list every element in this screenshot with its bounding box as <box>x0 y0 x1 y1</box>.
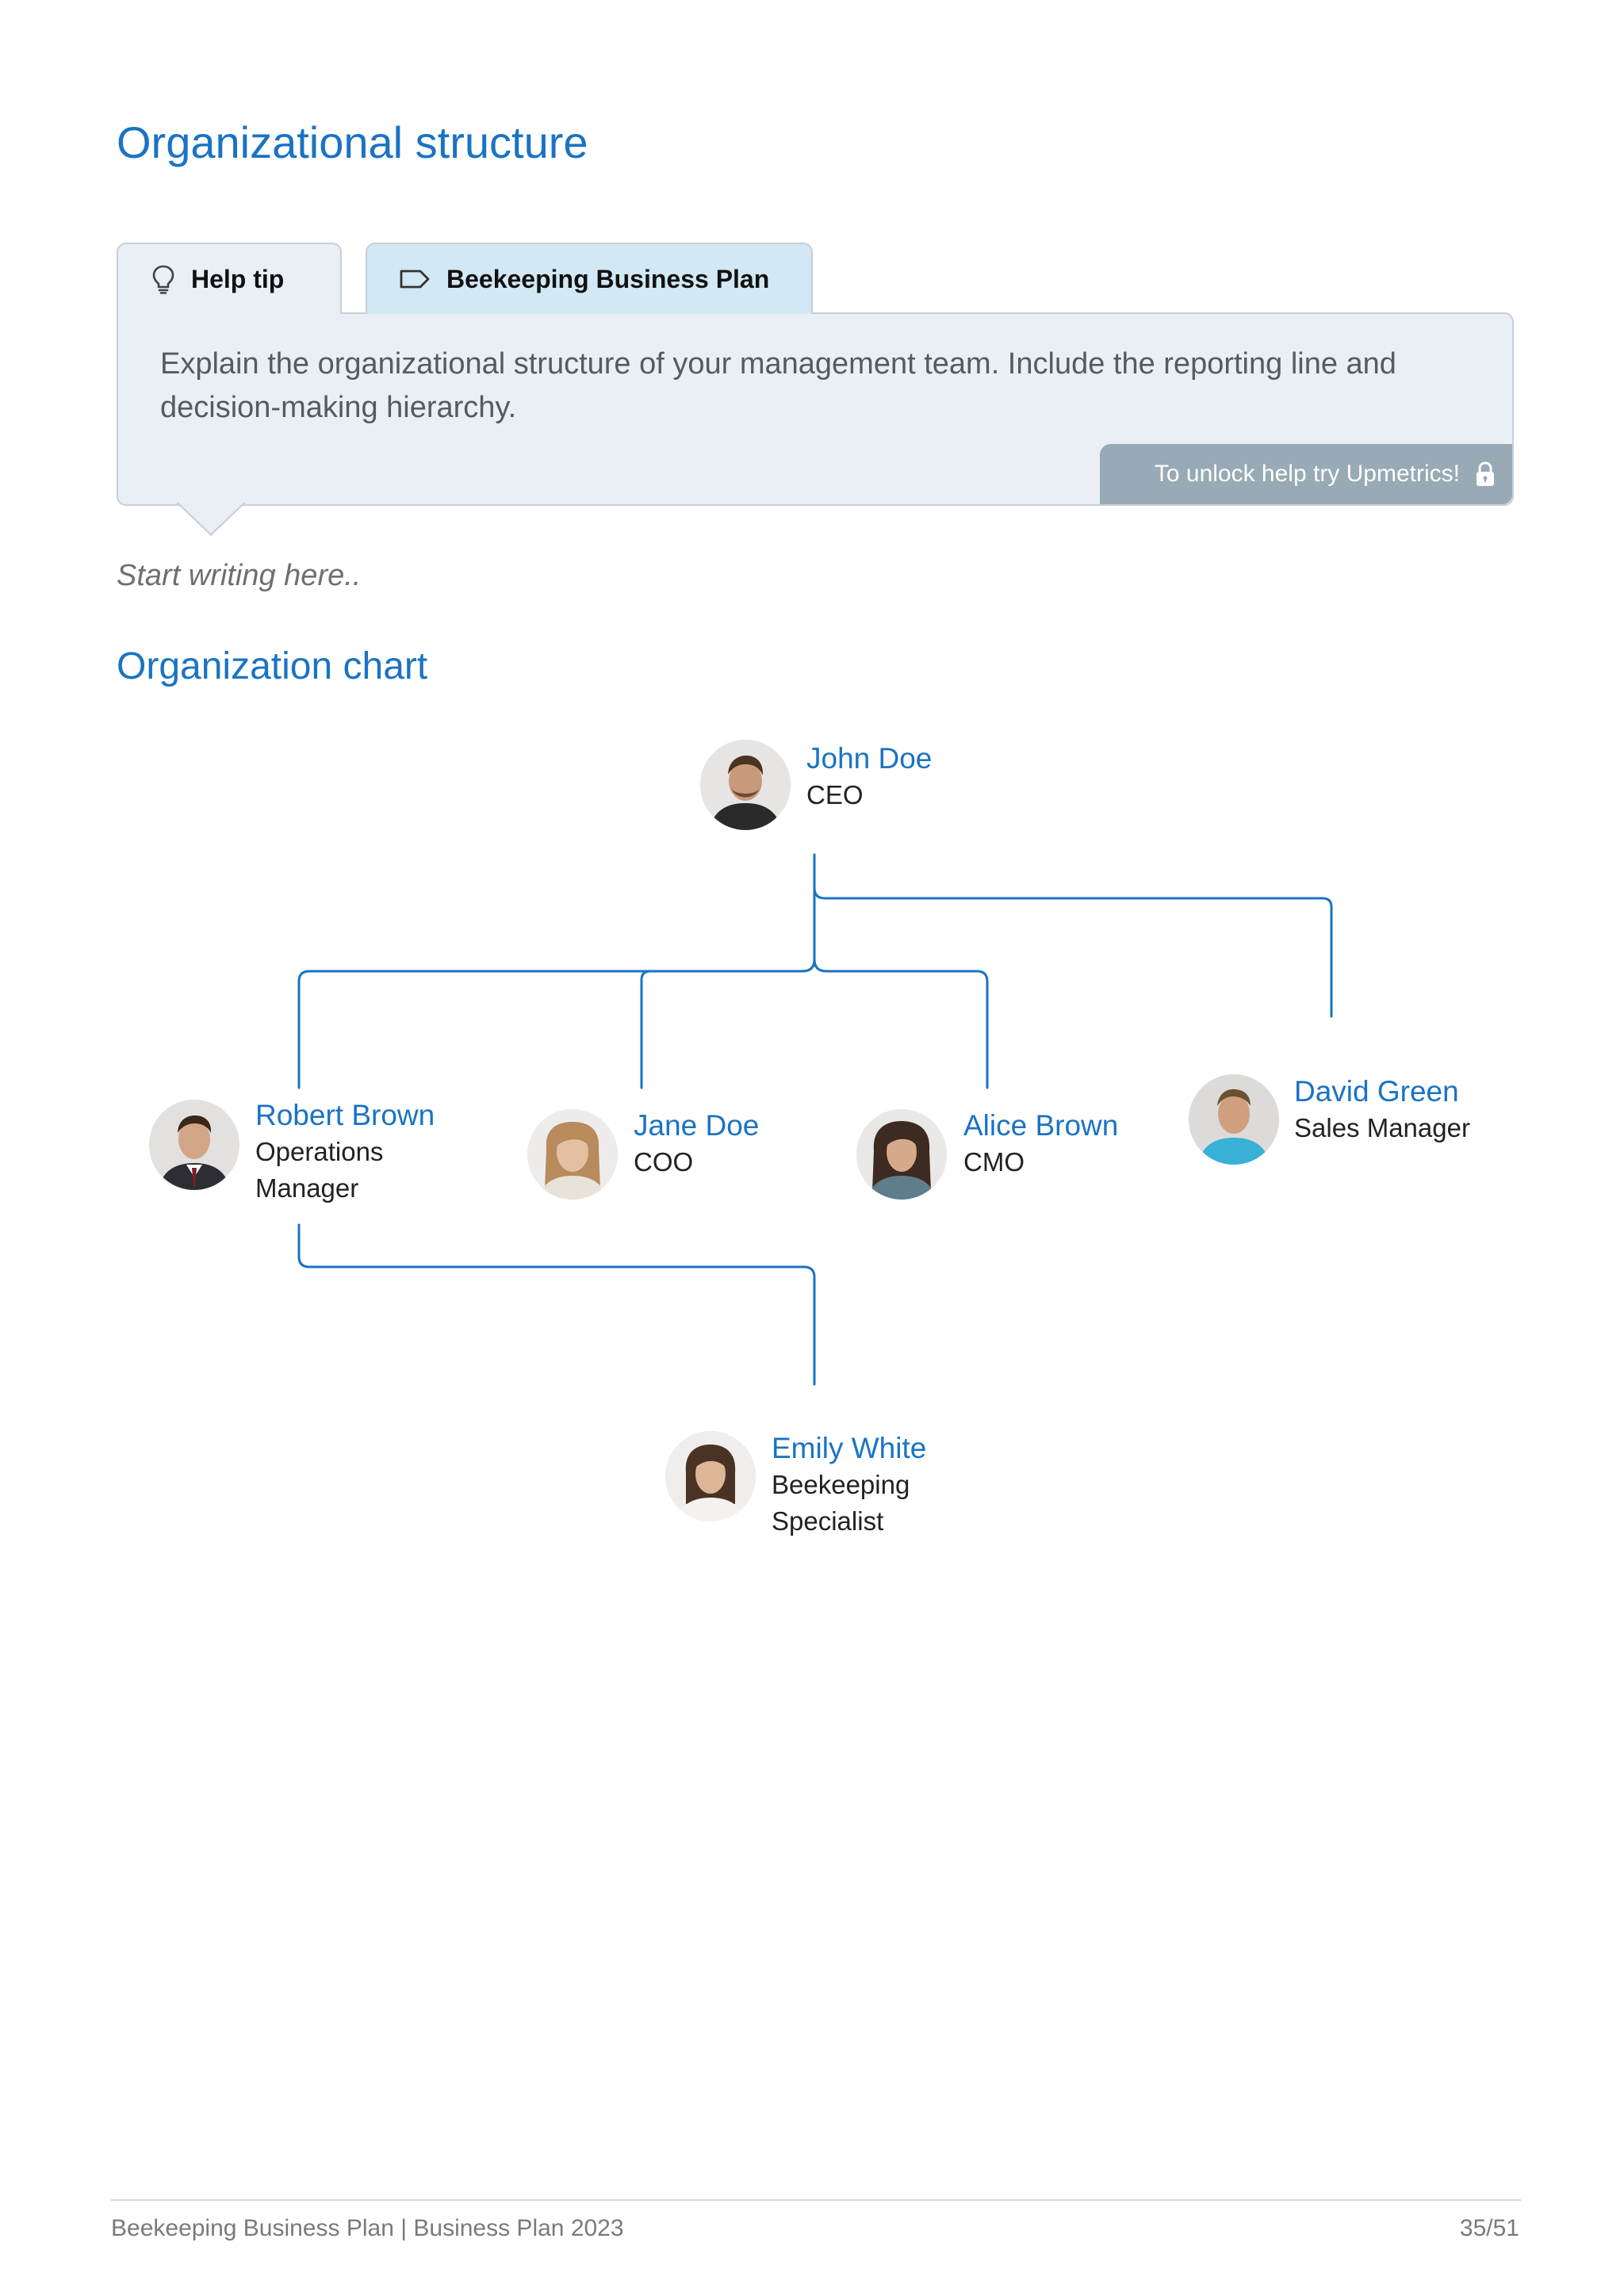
help-tip-text: Explain the organizational structure of … <box>160 347 1396 424</box>
tag-icon <box>399 268 431 290</box>
person-avatar-icon <box>700 740 791 830</box>
unlock-help-label: To unlock help try Upmetrics! <box>1154 461 1460 487</box>
person-avatar-icon <box>1189 1074 1279 1165</box>
connector-ceo-david-green <box>813 886 1333 1018</box>
tab-help-tip[interactable]: Help tip <box>117 243 342 314</box>
person-name: Emily White <box>772 1432 927 1464</box>
tab-business-plan-label: Beekeeping Business Plan <box>446 264 770 293</box>
person-role: CMO <box>963 1147 1025 1177</box>
tab-help-tip-label: Help tip <box>191 264 285 293</box>
lightbulb-icon <box>151 264 175 294</box>
unlock-help-button[interactable]: To unlock help try Upmetrics! <box>1100 444 1512 504</box>
connector-robert-emily <box>297 1223 816 1386</box>
footer-page-number: 35/51 <box>1459 2215 1519 2241</box>
footer-document-title: Beekeeping Business Plan | Business Plan… <box>111 2215 624 2241</box>
lock-icon <box>1474 461 1496 488</box>
person-name: Robert Brown <box>255 1099 435 1131</box>
tip-pointer-fill <box>178 503 243 534</box>
person-role: Sales Manager <box>1294 1113 1470 1142</box>
org-node-alice-brown: Alice Brown CMO <box>963 1108 1118 1181</box>
person-name: John Doe <box>806 742 933 775</box>
person-role: Manager <box>255 1173 359 1203</box>
person-name: Jane Doe <box>634 1109 760 1142</box>
footer-divider <box>111 2199 1521 2201</box>
person-avatar-icon <box>665 1431 756 1521</box>
person-avatar-icon <box>149 1100 239 1190</box>
person-name: David Green <box>1294 1075 1459 1108</box>
connector-ceo-jane-doe <box>640 970 652 1089</box>
org-node-jane-doe: Jane Doe COO <box>634 1108 759 1181</box>
org-chart-title: Organization chart <box>117 645 428 687</box>
person-role: Specialist <box>772 1506 884 1536</box>
person-role: CEO <box>806 780 864 809</box>
connector-ceo-robert-brown <box>297 958 816 1089</box>
org-node-david-green: David Green Sales Manager <box>1294 1073 1470 1146</box>
tab-business-plan[interactable]: Beekeeping Business Plan <box>366 243 813 314</box>
person-role: Beekeeping <box>772 1470 910 1499</box>
editor-placeholder[interactable]: Start writing here.. <box>117 559 362 592</box>
person-role: COO <box>634 1147 694 1177</box>
person-avatar-icon <box>856 1109 947 1200</box>
connector-ceo-alice-brown <box>813 958 989 1089</box>
org-node-emily-white: Emily White Beekeeping Specialist <box>772 1430 926 1540</box>
page-title: Organizational structure <box>117 117 588 167</box>
person-avatar-icon <box>527 1109 618 1200</box>
org-node-robert-brown: Robert Brown Operations Manager <box>255 1097 435 1207</box>
org-node-john-doe: John Doe CEO <box>806 740 932 813</box>
person-role: Operations <box>255 1137 384 1166</box>
person-name: Alice Brown <box>963 1109 1119 1142</box>
